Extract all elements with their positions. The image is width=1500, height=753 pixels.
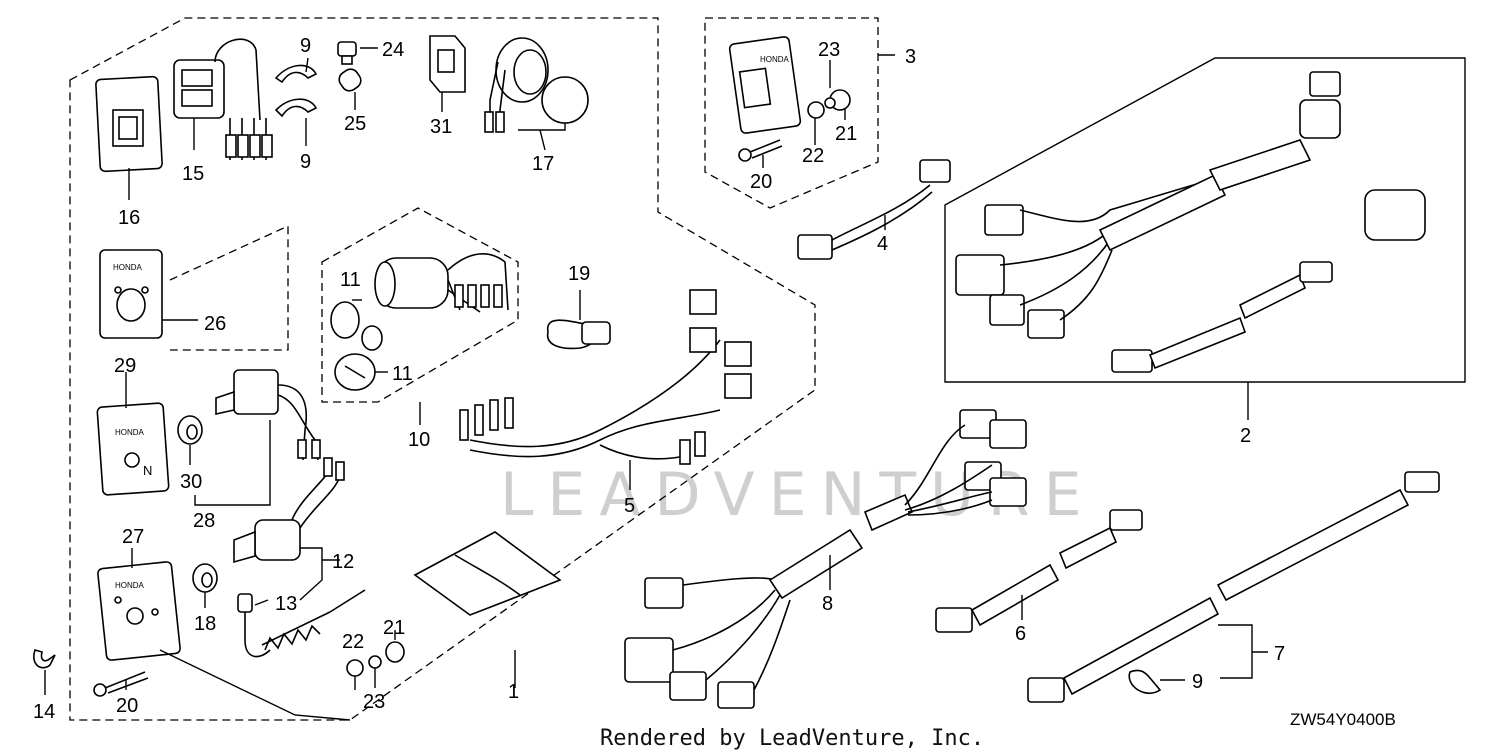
- ignition-switch-10: [374, 253, 509, 313]
- switch-15: [173, 38, 273, 160]
- group-outline-2: [944, 57, 1466, 383]
- nut-18: [192, 563, 218, 593]
- group-outline-1: [69, 17, 816, 721]
- harness-8: [624, 409, 1027, 709]
- callout-31: 31: [430, 116, 452, 138]
- callout-12: 12: [332, 551, 354, 573]
- callout-1: 1: [508, 681, 519, 703]
- callout-8: 8: [822, 593, 833, 615]
- group-outline-3: [704, 17, 879, 209]
- callout-11b: 11: [392, 363, 413, 385]
- callout-22a: 22: [802, 145, 824, 167]
- group-outline-10: [321, 207, 519, 403]
- plate-27: HONDA: [97, 561, 181, 661]
- callout-9b: 9: [300, 151, 311, 173]
- clip-14: [33, 649, 56, 669]
- callout-27: 27: [122, 526, 144, 548]
- pin-25: [338, 68, 362, 92]
- bolt-20b: [93, 671, 149, 697]
- clamp-19: [546, 319, 611, 350]
- clip-9b: [274, 98, 318, 118]
- nut-30: [177, 415, 203, 445]
- switch-panel-3: HONDA: [728, 36, 802, 134]
- callout-10: 10: [408, 429, 430, 451]
- plate-29-brand: HONDA: [115, 428, 145, 437]
- callout-21b: 21: [383, 617, 405, 639]
- plate-26-brand: HONDA: [113, 263, 143, 272]
- buzzer-17: [484, 37, 589, 133]
- key-11a: [330, 301, 383, 351]
- callout-17: 17: [532, 153, 554, 175]
- bolt-20a: [738, 139, 783, 162]
- plate-27-brand: HONDA: [115, 581, 145, 590]
- callout-4: 4: [877, 233, 888, 255]
- diagram-code: ZW54Y0400B: [1290, 710, 1396, 729]
- callout-26: 26: [204, 313, 226, 335]
- owner-manual: [413, 531, 562, 616]
- callout-13: 13: [275, 593, 297, 615]
- callout-labels: 1 2 3 4 5 6 7 8 9 9 9 10 11 11 12 13 14 …: [33, 35, 1285, 723]
- callout-25: 25: [344, 113, 366, 135]
- plate-3-brand: HONDA: [760, 55, 790, 64]
- bolt-24: [337, 41, 357, 65]
- plate-29: N HONDA: [96, 402, 170, 496]
- clip-9c: [1128, 669, 1162, 695]
- callout-7: 7: [1274, 643, 1285, 665]
- harness-6: [935, 509, 1143, 633]
- footer-credit: Rendered by LeadVenture, Inc.: [600, 726, 984, 751]
- tether-13: [237, 589, 366, 658]
- callout-9c: 9: [1192, 671, 1203, 693]
- callout-14: 14: [33, 701, 55, 723]
- leader-lines: [44, 47, 1268, 721]
- callout-15: 15: [182, 163, 204, 185]
- callout-24: 24: [382, 39, 404, 61]
- washer-22a: [807, 101, 825, 119]
- nut-21b: [385, 641, 405, 663]
- callout-18: 18: [194, 613, 216, 635]
- callout-9a: 9: [300, 35, 311, 57]
- callout-19: 19: [568, 263, 590, 285]
- callout-3: 3: [905, 46, 916, 68]
- plate-29-n: N: [143, 463, 152, 478]
- callout-20a: 20: [750, 171, 772, 193]
- callout-6: 6: [1015, 623, 1026, 645]
- washer-22b: [346, 659, 364, 677]
- harness-4: [797, 159, 951, 260]
- callout-11a: 11: [340, 269, 361, 291]
- key-11b: [334, 353, 376, 391]
- plate-26: HONDA: [99, 249, 163, 339]
- callout-22b: 22: [342, 631, 364, 653]
- callout-30: 30: [180, 471, 202, 493]
- harness-7: [1027, 471, 1440, 703]
- group-outline-28: [169, 224, 289, 351]
- nut-23a: [824, 97, 836, 109]
- harness-2: [955, 71, 1426, 373]
- bracket-31: [429, 35, 466, 93]
- callout-23b: 23: [363, 691, 385, 713]
- nut-23b: [368, 655, 382, 669]
- harness-5: [459, 289, 752, 465]
- callout-20b: 20: [116, 695, 138, 717]
- toggle-switch-28: [215, 369, 321, 461]
- callout-23a: 23: [818, 39, 840, 61]
- callout-2: 2: [1240, 425, 1251, 447]
- callout-28: 28: [193, 510, 215, 532]
- clip-9a: [274, 64, 318, 84]
- switch-12: [233, 457, 345, 564]
- switch-plate-16: [95, 75, 163, 173]
- callout-5: 5: [624, 495, 635, 517]
- callout-21a: 21: [835, 123, 857, 145]
- callout-29: 29: [114, 355, 136, 377]
- callout-16: 16: [118, 207, 140, 229]
